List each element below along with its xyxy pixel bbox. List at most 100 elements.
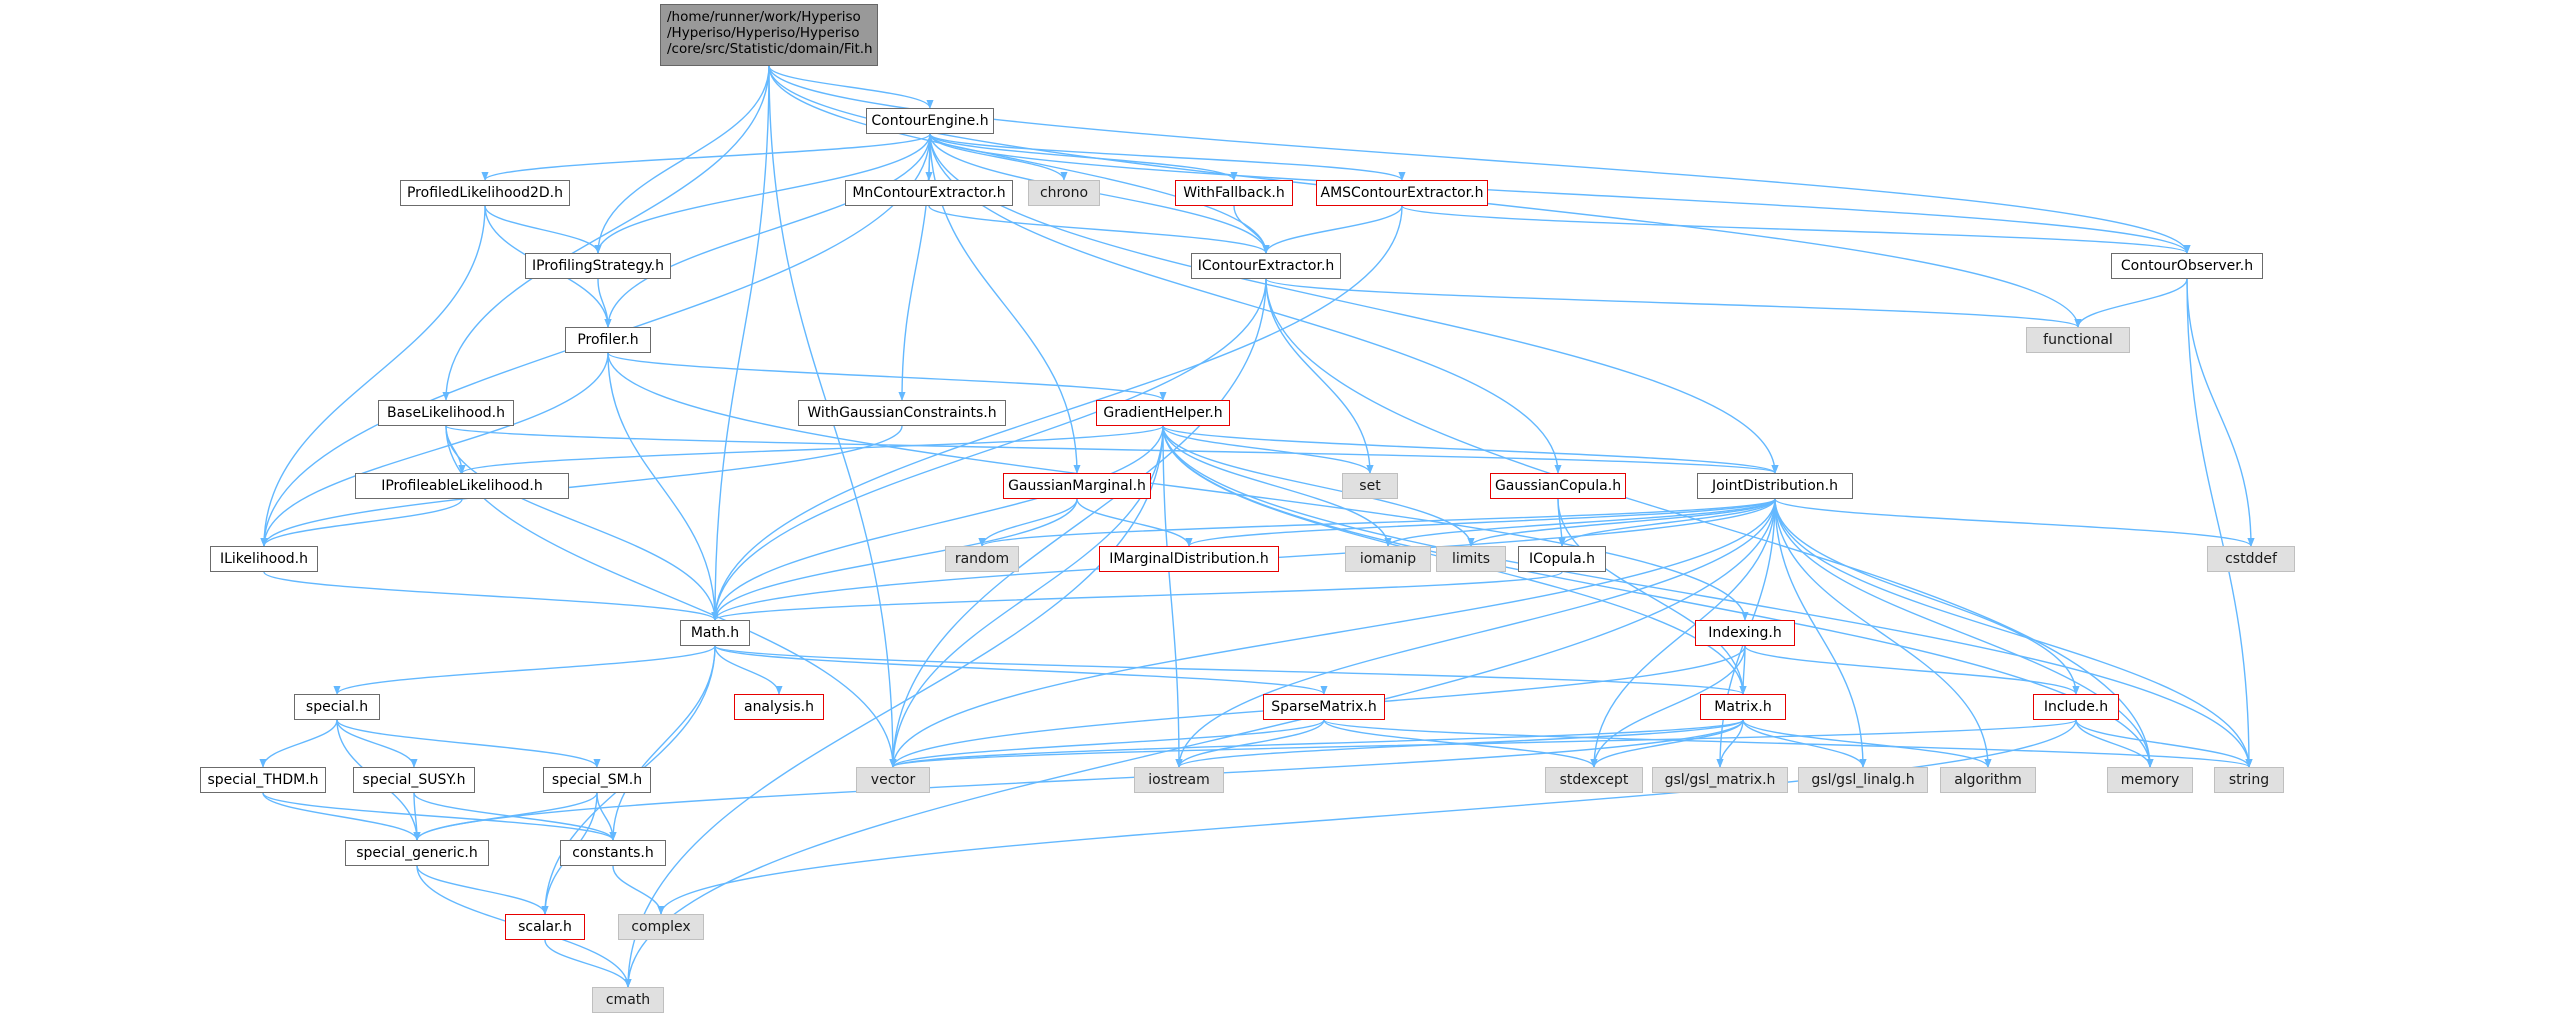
edge-special-to-special_thdm <box>259 719 338 768</box>
edge-amscontourextractor-to-icontourextractor <box>1262 205 1403 254</box>
node-random[interactable]: random <box>945 546 1019 572</box>
edge-jointdistribution-to-include <box>1774 498 2080 695</box>
node-vector[interactable]: vector <box>856 767 930 793</box>
edge-sparsematrix-to-string <box>1323 719 2253 768</box>
root-path-line-1: /home/runner/work/Hyperiso <box>667 9 861 25</box>
node-contourobserver[interactable]: ContourObserver.h <box>2111 253 2263 279</box>
node-profiledlikelihood2d[interactable]: ProfiledLikelihood2D.h <box>400 180 570 206</box>
node-gaussianmarginal[interactable]: GaussianMarginal.h <box>1003 473 1151 499</box>
node-baselikelihood[interactable]: BaseLikelihood.h <box>378 400 514 426</box>
edge-iprofilingstrategy-to-profiler <box>597 278 612 328</box>
edge-special_generic-to-scalar <box>416 865 549 915</box>
edge-root-to-math <box>711 65 770 621</box>
edge-amscontourextractor-to-math <box>711 205 1403 621</box>
node-gsl-linalg[interactable]: gsl/gsl_linalg.h <box>1798 767 1928 793</box>
node-analysis[interactable]: analysis.h <box>734 694 824 720</box>
edge-contourengine-to-profiledlikelihood2d <box>481 133 931 181</box>
edge-contourengine-to-withfallback <box>929 133 1238 181</box>
node-profiler[interactable]: Profiler.h <box>565 327 651 353</box>
root-path-line-3: /core/src/Statistic/domain/Fit.h <box>667 41 873 57</box>
node-limits[interactable]: limits <box>1436 546 1506 572</box>
edge-jointdistribution-to-limits <box>1467 498 1776 547</box>
node-withgaussianconstraints[interactable]: WithGaussianConstraints.h <box>798 400 1006 426</box>
edge-jointdistribution-to-iomanip <box>1384 498 1776 547</box>
node-special-sm[interactable]: special_SM.h <box>543 767 651 793</box>
node-iprofileablelikelihood[interactable]: IProfileableLikelihood.h <box>355 473 569 499</box>
edge-profiler-to-indexing <box>607 352 1749 621</box>
node-chrono[interactable]: chrono <box>1028 180 1100 206</box>
node-special[interactable]: special.h <box>294 694 380 720</box>
node-sparsematrix[interactable]: SparseMatrix.h <box>1263 694 1385 720</box>
edge-special_susy-to-constants <box>413 792 617 841</box>
node-set[interactable]: set <box>1342 473 1398 499</box>
edge-icontourextractor-to-set <box>1265 278 1374 474</box>
edge-contourengine-to-contourobserver <box>929 133 2191 254</box>
node-special-susy[interactable]: special_SUSY.h <box>353 767 475 793</box>
edge-jointdistribution-to-stdexcept <box>1590 498 1776 768</box>
edge-root-to-iprofilingstrategy <box>594 65 770 254</box>
node-math[interactable]: Math.h <box>680 620 750 646</box>
edge-baselikelihood-to-jointdistribution <box>445 425 1779 474</box>
edge-special-to-special_sm <box>336 719 601 768</box>
edge-matrix-to-gsl_linalg <box>1742 719 1867 768</box>
edge-profiler-to-gradienthelper <box>607 352 1167 401</box>
node-algorithm[interactable]: algorithm <box>1940 767 2036 793</box>
node-string[interactable]: string <box>2214 767 2284 793</box>
edge-gradienthelper-to-iostream <box>1162 425 1183 768</box>
edge-contourengine-to-withgaussianconstraints <box>898 133 931 401</box>
edge-math-to-analysis <box>714 645 783 695</box>
node-constants[interactable]: constants.h <box>560 840 666 866</box>
edge-indexing-to-include <box>1744 645 2080 695</box>
node-functional[interactable]: functional <box>2026 327 2130 353</box>
node-contourengine[interactable]: ContourEngine.h <box>866 108 994 134</box>
edge-gaussianmarginal-to-math <box>711 498 1078 621</box>
node-indexing[interactable]: Indexing.h <box>1695 620 1795 646</box>
node-gsl-matrix[interactable]: gsl/gsl_matrix.h <box>1652 767 1788 793</box>
node-jointdistribution[interactable]: JointDistribution.h <box>1697 473 1853 499</box>
edge-constants-to-complex <box>612 865 665 915</box>
edge-gradienthelper-to-set <box>1162 425 1374 474</box>
edge-include-to-complex <box>657 719 2077 915</box>
node-cstddef[interactable]: cstddef <box>2207 546 2295 572</box>
edge-math-to-special <box>333 645 716 695</box>
node-gradienthelper[interactable]: GradientHelper.h <box>1096 400 1230 426</box>
node-include[interactable]: Include.h <box>2033 694 2119 720</box>
edge-math-to-matrix <box>714 645 1747 695</box>
node-gaussiancopula[interactable]: GaussianCopula.h <box>1490 473 1626 499</box>
node-iprofilingstrategy[interactable]: IProfilingStrategy.h <box>525 253 671 279</box>
node-stdexcept[interactable]: stdexcept <box>1545 767 1643 793</box>
edge-jointdistribution-to-random <box>978 498 1776 547</box>
edge-icontourextractor-to-memory <box>1265 278 2154 768</box>
edge-scalar-to-cmath <box>544 939 632 988</box>
edge-jointdistribution-to-iostream <box>1175 498 1776 768</box>
node-scalar[interactable]: scalar.h <box>505 914 585 940</box>
node-matrix[interactable]: Matrix.h <box>1700 694 1786 720</box>
node-ilikelihood[interactable]: ILikelihood.h <box>210 546 318 572</box>
edge-include-to-string <box>2075 719 2253 768</box>
node-special-thdm[interactable]: special_THDM.h <box>200 767 326 793</box>
edge-gradienthelper-to-string <box>1162 425 2253 768</box>
node-amscontourextractor[interactable]: AMSContourExtractor.h <box>1316 180 1488 206</box>
edge-special-to-special_susy <box>336 719 418 768</box>
edge-gradienthelper-to-jointdistribution <box>1162 425 1779 474</box>
node-icontourextractor[interactable]: IContourExtractor.h <box>1191 253 1341 279</box>
edge-mncontourextractor-to-icontourextractor <box>928 205 1270 254</box>
edge-jointdistribution-to-cstddef <box>1774 498 2255 547</box>
node-complex[interactable]: complex <box>618 914 704 940</box>
node-mncontourextractor[interactable]: MnContourExtractor.h <box>845 180 1013 206</box>
edge-jointdistribution-to-vector <box>889 498 1776 768</box>
node-iomanip[interactable]: iomanip <box>1345 546 1431 572</box>
edge-special_thdm-to-special_generic <box>262 792 421 841</box>
node-memory[interactable]: memory <box>2107 767 2193 793</box>
edge-matrix-to-vector <box>889 719 1744 768</box>
node-iostream[interactable]: iostream <box>1134 767 1224 793</box>
node-withfallback[interactable]: WithFallback.h <box>1175 180 1293 206</box>
node-special-generic[interactable]: special_generic.h <box>345 840 489 866</box>
node-imarginaldistribution[interactable]: IMarginalDistribution.h <box>1099 546 1279 572</box>
edge-gradienthelper-to-math <box>711 425 1164 621</box>
node-cmath[interactable]: cmath <box>592 987 664 1013</box>
node-icopula[interactable]: ICopula.h <box>1518 546 1606 572</box>
edge-jointdistribution-to-imarginaldistribution <box>1185 498 1776 547</box>
